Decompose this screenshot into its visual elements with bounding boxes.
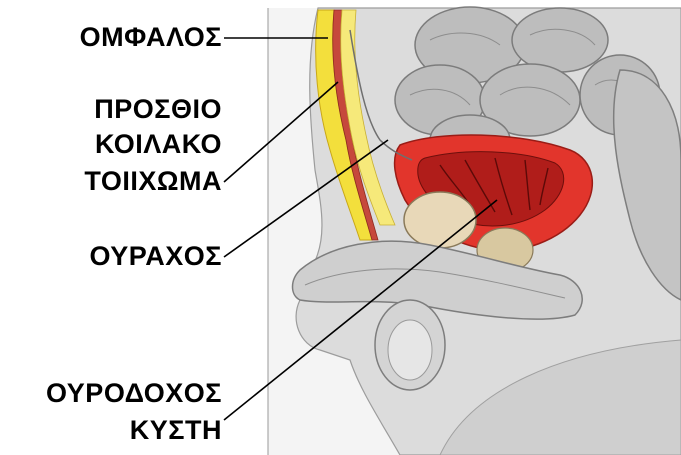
testis xyxy=(388,320,432,380)
label-bladder-line1: ΟΥΡΟΔΟΧΟΣ xyxy=(0,378,222,408)
label-urachus: ΟΥΡΑΧΟΣ xyxy=(0,241,222,271)
label-anterior-wall-line2: ΚΟΙΛΑΚΟ xyxy=(0,129,222,159)
pubic-bone xyxy=(404,192,476,248)
label-anterior-wall-line1: ΠΡΟΣΘΙΟ xyxy=(0,94,222,124)
label-bladder-line2: ΚΥΣΤΗ xyxy=(0,415,222,445)
label-omfalos: ΟΜΦΑΛΟΣ xyxy=(0,22,222,52)
label-anterior-wall-line3: ΤΟΙΙΧΩΜΑ xyxy=(0,166,222,196)
